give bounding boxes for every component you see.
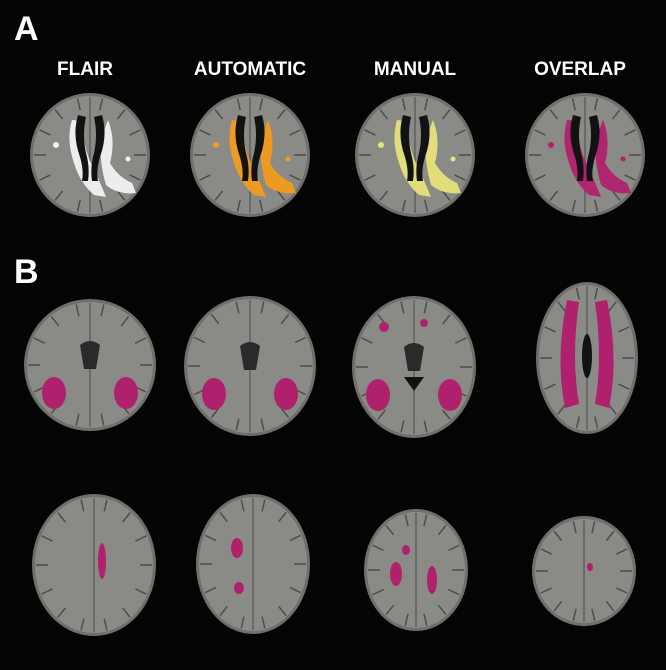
lesion	[390, 562, 402, 586]
lesion-left	[366, 379, 390, 411]
lesion	[402, 545, 410, 555]
lesion-left	[560, 300, 579, 408]
lesion-spot	[379, 322, 389, 332]
ventricle-right	[416, 115, 430, 181]
scan-b1-4	[536, 282, 638, 434]
ventricle	[240, 342, 260, 370]
scan-b2-3	[364, 509, 468, 631]
lesion-left	[42, 377, 66, 409]
lesion-spot	[548, 142, 554, 148]
panel-label-b: B	[14, 253, 39, 291]
column-label-manual: MANUAL	[373, 59, 457, 80]
ventricle-right	[91, 115, 105, 181]
lesion-right	[438, 379, 462, 411]
lesion-spot	[53, 142, 59, 148]
scan-b2-1	[32, 494, 156, 636]
lesion-spot	[285, 156, 291, 162]
scan-a-manual	[355, 93, 475, 217]
column-label-overlap: OVERLAP	[534, 59, 626, 80]
ventricle-right	[586, 115, 600, 181]
ventricle	[404, 343, 424, 371]
lesion-spot	[213, 142, 219, 148]
scan-a-flair	[30, 93, 150, 217]
panel-label-a: A	[14, 10, 39, 48]
scan-b1-1	[24, 299, 156, 431]
lesion-right	[595, 300, 614, 408]
scan-b1-2	[184, 296, 316, 436]
lesion	[427, 566, 437, 594]
lesion-right	[425, 120, 461, 194]
lesion-spot	[378, 142, 384, 148]
column-label-flair: FLAIR	[57, 59, 113, 80]
ventricle	[582, 334, 592, 378]
lesion-right	[114, 377, 138, 409]
ventricle-left	[75, 115, 89, 181]
lesion-spot	[620, 156, 626, 162]
lesion-right	[260, 120, 296, 194]
lesion-spot	[125, 156, 131, 162]
lesion	[234, 582, 244, 594]
lesion-right	[595, 120, 631, 194]
lesion	[231, 538, 243, 558]
ventricle-left	[400, 115, 414, 181]
ventricle	[80, 341, 100, 369]
lesion-right	[274, 378, 298, 410]
scan-b2-2	[196, 494, 310, 634]
scan-a-automatic	[190, 93, 310, 217]
lesion	[98, 543, 106, 579]
ventricle-right	[251, 115, 265, 181]
lesion-spot	[420, 319, 428, 327]
column-label-automatic: AUTOMATIC	[193, 59, 307, 80]
lesion-spot	[450, 156, 456, 162]
ventricle-left	[235, 115, 249, 181]
ventricle-left	[570, 115, 584, 181]
lesion-right	[100, 120, 136, 194]
lesion-left	[202, 378, 226, 410]
scan-b2-4	[532, 516, 636, 626]
scan-a-overlap	[525, 93, 645, 217]
lesion	[587, 563, 593, 571]
scan-b1-3	[352, 296, 476, 438]
ventricle-posterior	[404, 377, 424, 391]
